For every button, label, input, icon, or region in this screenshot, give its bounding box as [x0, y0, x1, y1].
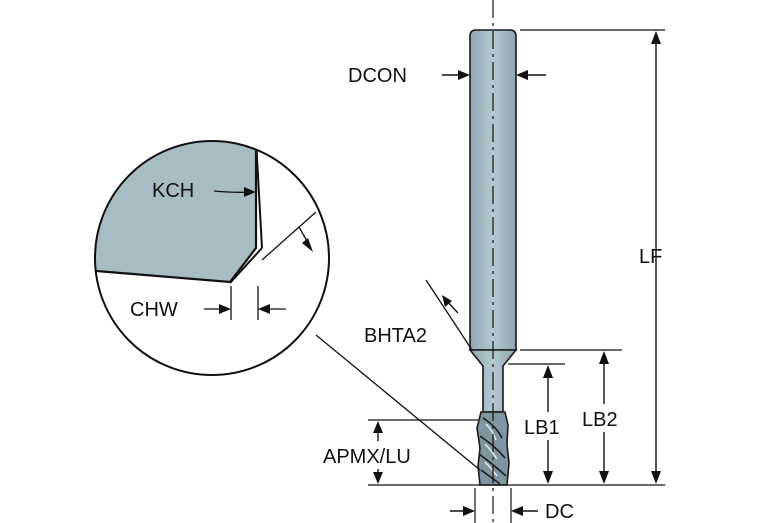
apmx-lu-label: APMX/LU — [323, 446, 411, 468]
kch-label: KCH — [152, 180, 194, 202]
flute-spiral — [478, 417, 507, 485]
lb1-label: LB1 — [524, 417, 560, 439]
dcon-label: DCON — [348, 65, 407, 87]
dc-dimension: DC — [450, 501, 574, 523]
lb2-dimension: LB2 — [580, 351, 632, 484]
flute-highlight — [484, 423, 498, 477]
detail-leader-line — [315, 334, 481, 471]
lf-dimension: LF — [639, 31, 662, 484]
lb1-dimension: LB1 — [522, 365, 574, 484]
lf-label: LF — [639, 246, 662, 268]
lb2-label: LB2 — [582, 409, 618, 431]
apmx-lu-dimension: APMX/LU — [322, 421, 448, 484]
chw-label: CHW — [130, 299, 178, 321]
dc-label: DC — [545, 501, 574, 523]
corner-detail: KCH CHW — [94, 140, 330, 376]
bhta2-label: BHTA2 — [364, 325, 427, 347]
bhta2-dimension: BHTA2 — [364, 279, 473, 351]
extension-lines — [368, 29, 665, 523]
dcon-dimension: DCON — [348, 65, 546, 87]
